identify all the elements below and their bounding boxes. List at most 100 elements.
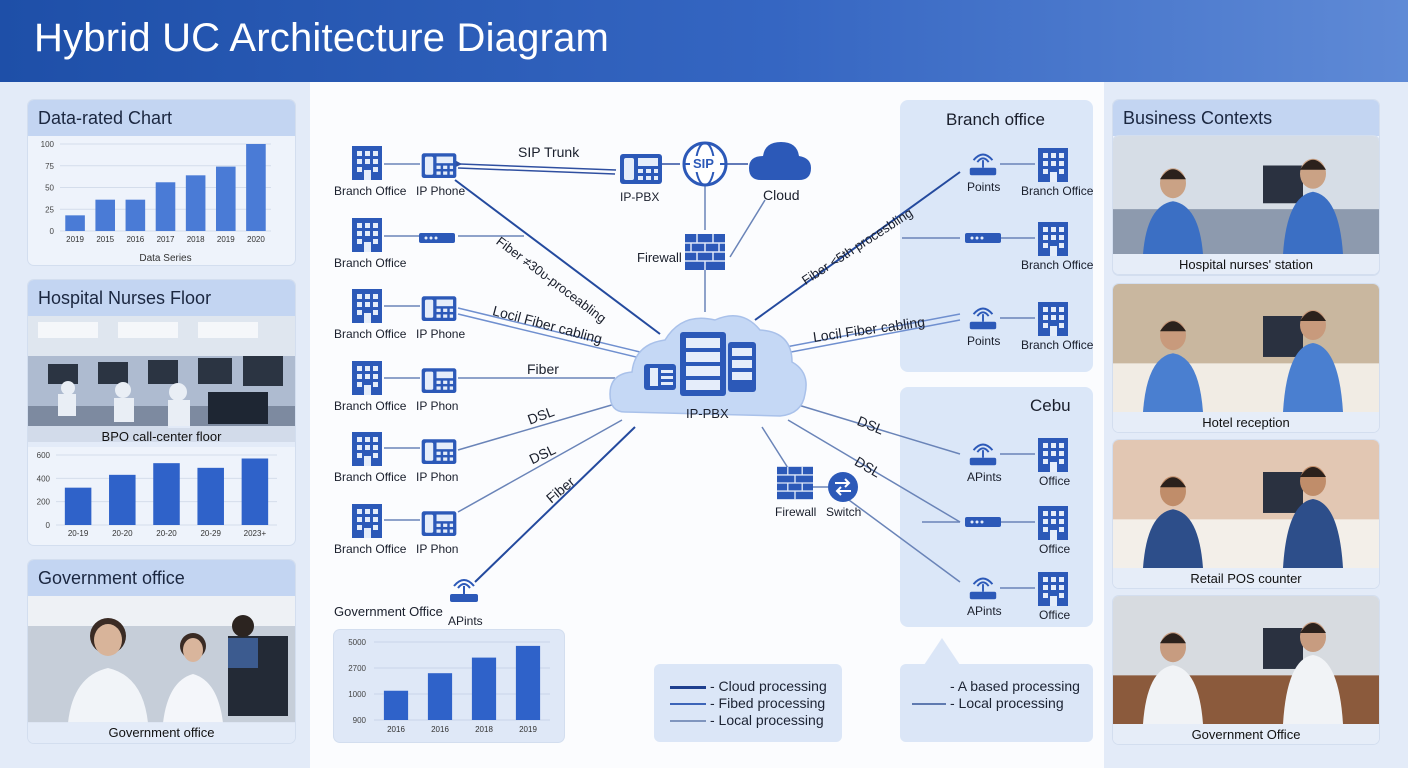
y-tick-label: 0 bbox=[50, 227, 55, 236]
bar bbox=[427, 673, 453, 720]
context-photo-card: Government Office bbox=[1113, 596, 1379, 744]
bar bbox=[109, 474, 136, 525]
cebu-panel-title: Cebu bbox=[1030, 396, 1071, 415]
office-building-icon bbox=[1036, 146, 1070, 182]
building-icon bbox=[350, 144, 384, 180]
router-icon bbox=[964, 514, 1002, 530]
building-icon bbox=[350, 287, 384, 323]
business-contexts-title: Business Contexts bbox=[1113, 100, 1379, 136]
office-label: Branch Office bbox=[1021, 338, 1094, 352]
office-label: Branch Office bbox=[1021, 258, 1094, 272]
x-tick-label: 2016 bbox=[387, 725, 405, 734]
gov-card: Government office Government office bbox=[28, 560, 295, 743]
x-tick-label: 20-20 bbox=[112, 529, 133, 538]
y-tick-label: 1000 bbox=[348, 690, 366, 699]
x-tick-label: 2023+ bbox=[244, 529, 267, 538]
office-building-icon bbox=[1036, 504, 1070, 540]
y-tick-label: 50 bbox=[45, 184, 54, 193]
cloud-label: Cloud bbox=[763, 187, 800, 203]
access-point-label: APints bbox=[967, 470, 1002, 484]
bar bbox=[155, 182, 176, 231]
x-tick-label: 2019 bbox=[217, 235, 235, 244]
access-point-label: Points bbox=[967, 180, 1001, 194]
office-building-icon bbox=[1036, 570, 1070, 606]
sip-globe-icon bbox=[682, 141, 728, 187]
building-icon bbox=[350, 216, 384, 252]
x-tick-label: 2018 bbox=[187, 235, 205, 244]
context-photo bbox=[1113, 136, 1379, 254]
access-point-icon bbox=[966, 148, 1000, 178]
building-label: Branch Office bbox=[334, 470, 407, 484]
context-photo-caption: Hotel reception bbox=[1113, 412, 1379, 432]
context-photo-caption: Government Office bbox=[1113, 724, 1379, 744]
access-point-label: APints bbox=[967, 604, 1002, 618]
building-label: Branch Office bbox=[334, 184, 407, 198]
building-label: Branch Office bbox=[334, 256, 407, 270]
legend-box: - Cloud processing - Fibed processing - … bbox=[654, 664, 842, 742]
diagram-canvas: Branch office Cebu bbox=[310, 82, 1104, 768]
context-photo bbox=[1113, 284, 1379, 412]
bar bbox=[95, 199, 116, 231]
x-tick-label: 20-19 bbox=[68, 529, 89, 538]
legend-row-cloud: - Cloud processing bbox=[670, 678, 827, 694]
office-building-icon bbox=[1036, 300, 1070, 336]
bar bbox=[215, 166, 236, 231]
x-tick-label: 2016 bbox=[431, 725, 449, 734]
bar bbox=[65, 215, 85, 231]
context-photo-caption: Retail POS counter bbox=[1113, 568, 1379, 588]
y-tick-label: 5000 bbox=[348, 638, 366, 647]
firewall-bottom-icon bbox=[777, 466, 813, 500]
access-point-icon bbox=[966, 438, 1000, 468]
access-point-icon bbox=[966, 572, 1000, 602]
router-icon bbox=[418, 230, 456, 246]
firewall-bottom-label: Firewall bbox=[775, 505, 817, 519]
bar bbox=[125, 199, 146, 231]
gov-office-label: Government Office bbox=[334, 604, 443, 619]
office-building-icon bbox=[1036, 220, 1070, 256]
context-photo-caption: Hospital nurses' station bbox=[1113, 254, 1379, 274]
y-tick-label: 0 bbox=[46, 521, 51, 530]
office-building-icon bbox=[1036, 436, 1070, 472]
ip-phone-icon bbox=[420, 148, 458, 180]
y-tick-label: 200 bbox=[37, 498, 51, 507]
bar bbox=[246, 144, 266, 231]
router-icon bbox=[964, 230, 1002, 246]
sip-trunk-label: SIP Trunk bbox=[518, 144, 580, 160]
ip-pbx-phone-icon bbox=[620, 154, 662, 184]
ip-phone-icon bbox=[420, 291, 458, 323]
y-tick-label: 600 bbox=[37, 451, 51, 460]
ip-phone-label: IP Phone bbox=[416, 184, 466, 198]
building-icon bbox=[350, 430, 384, 466]
legend-row-local: - Local processing bbox=[670, 712, 824, 728]
x-axis-label: Data Series bbox=[139, 253, 191, 264]
ip-phone-label: IP Phon bbox=[416, 470, 459, 484]
building-label: Branch Office bbox=[334, 399, 407, 413]
bar bbox=[197, 467, 224, 525]
firewall-top-label: Firewall bbox=[637, 250, 682, 265]
central-ip-pbx-label: IP-PBX bbox=[686, 406, 729, 421]
gov-office-photo bbox=[28, 596, 295, 723]
y-tick-label: 2700 bbox=[348, 664, 366, 673]
building-icon bbox=[350, 359, 384, 395]
call-center-photo bbox=[28, 316, 295, 442]
bar bbox=[185, 175, 206, 231]
ip-phone-label: IP Phon bbox=[416, 399, 459, 413]
x-tick-label: 2020 bbox=[247, 235, 265, 244]
legend2-row-a: - A based processing bbox=[950, 678, 1080, 694]
sip-badge-label: SIP bbox=[693, 156, 714, 171]
legend-callout-pointer bbox=[922, 638, 962, 668]
y-tick-label: 900 bbox=[353, 716, 367, 725]
gov-caption: Government office bbox=[28, 722, 295, 743]
ip-pbx-server-icon bbox=[644, 332, 756, 396]
bar bbox=[383, 690, 409, 720]
branch-panel-title: Branch office bbox=[946, 110, 1045, 129]
nurses-card-title: Hospital Nurses Floor bbox=[28, 280, 295, 316]
bar bbox=[471, 657, 497, 720]
ip-phone-icon bbox=[420, 506, 458, 538]
access-point-icon bbox=[450, 579, 478, 602]
office-label: Office bbox=[1039, 542, 1071, 556]
context-photo-card: Hotel reception bbox=[1113, 284, 1379, 432]
